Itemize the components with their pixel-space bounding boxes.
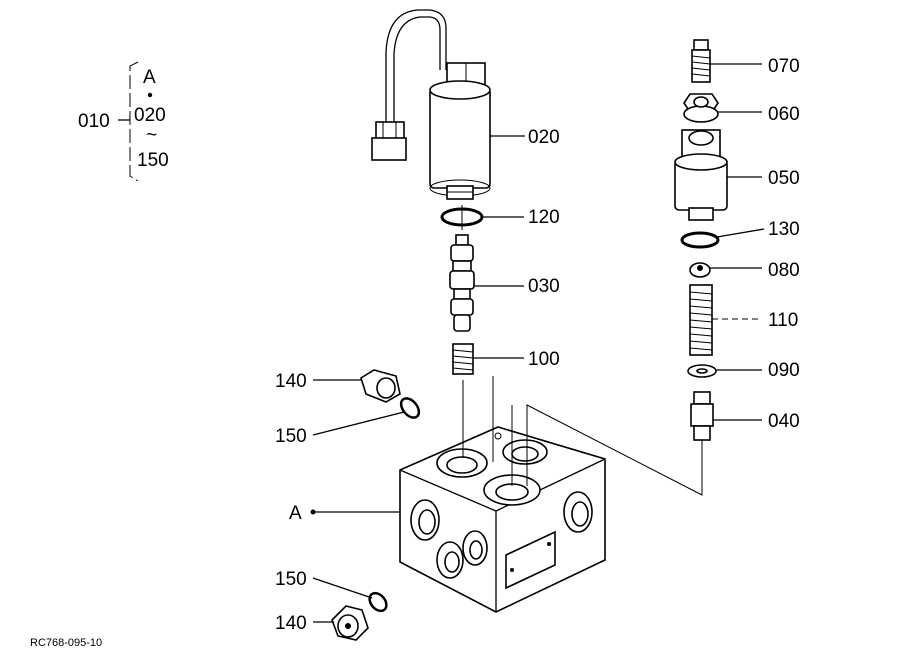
label-130: 130	[768, 219, 800, 240]
label-080: 080	[768, 260, 800, 281]
spring-100	[452, 343, 474, 375]
washer-090	[687, 364, 717, 378]
bleed-screw-070	[691, 39, 711, 83]
label-140-bottom: 140	[275, 613, 307, 634]
label-050: 050	[768, 168, 800, 189]
figure-reference: RC768-095-10	[30, 637, 102, 649]
label-090: 090	[768, 360, 800, 381]
solenoid-020	[371, 9, 491, 200]
spring-110	[689, 284, 713, 356]
label-140-top: 140	[275, 371, 307, 392]
nut-060	[683, 93, 719, 123]
label-070: 070	[768, 56, 800, 77]
label-A: A	[289, 503, 302, 524]
label-110: 110	[768, 310, 798, 331]
valve-body-050	[674, 129, 728, 221]
label-040: 040	[768, 411, 800, 432]
label-030: 030	[528, 276, 560, 297]
poppet-040	[690, 391, 714, 450]
plug-140-bottom	[331, 605, 369, 641]
label-020: 020	[528, 127, 560, 148]
o-ring-150-bottom	[368, 591, 388, 613]
label-100: 100	[528, 349, 560, 370]
group-label-010: 010	[78, 111, 110, 132]
bracket-bottom-label: 150	[137, 150, 169, 171]
plug-140-top	[360, 369, 401, 403]
label-120: 120	[528, 207, 560, 228]
spool-030	[449, 234, 475, 332]
o-ring-130	[680, 231, 720, 249]
group-bracket: A 020 ~ 150 010	[78, 61, 169, 182]
label-150-bottom: 150	[275, 569, 307, 590]
o-ring-150-top	[399, 397, 421, 419]
bracket-middle-label: 020	[134, 105, 166, 126]
bracket-dot	[147, 92, 153, 98]
valve-block	[399, 426, 606, 613]
label-060: 060	[768, 104, 800, 125]
bracket-top-label: A	[143, 67, 156, 88]
label-150-top: 150	[275, 426, 307, 447]
bracket-tilde: ~	[146, 125, 157, 146]
seat-080	[689, 262, 711, 278]
